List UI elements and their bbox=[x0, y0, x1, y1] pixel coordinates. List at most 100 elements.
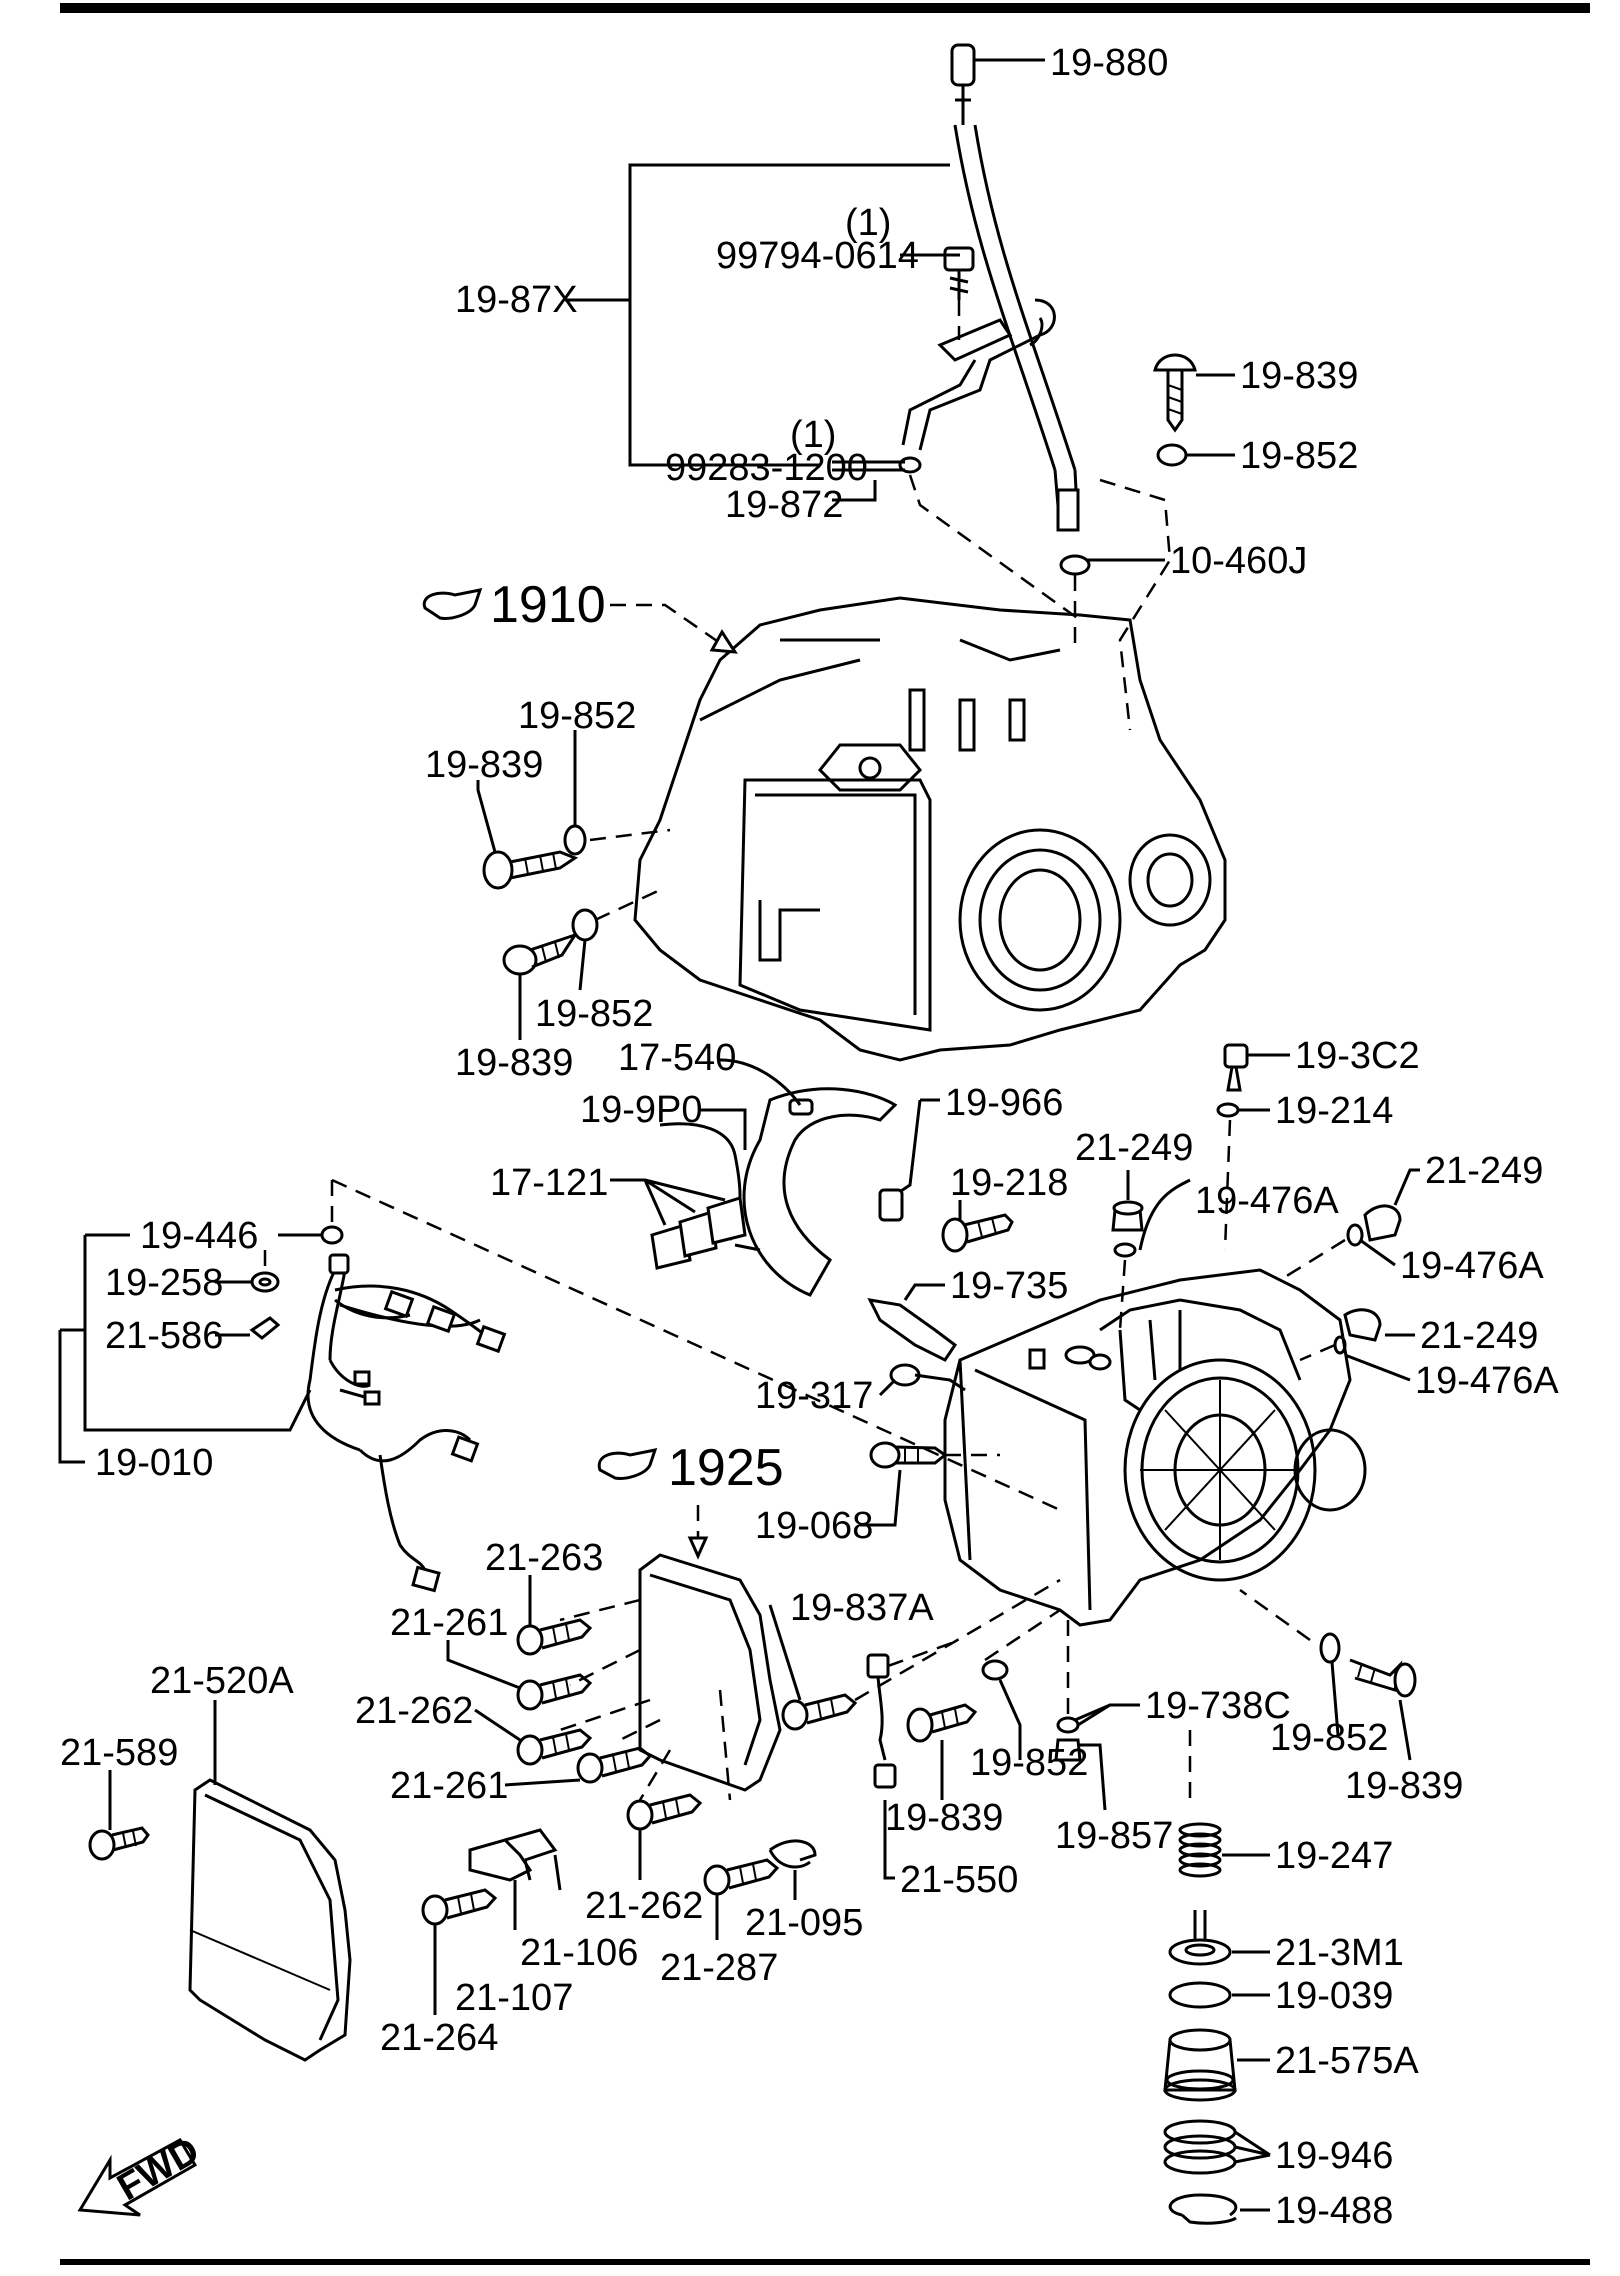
screw-19-839-b bbox=[502, 908, 599, 976]
label-19-218: 19-218 bbox=[950, 1162, 1068, 1204]
label-19-880: 19-880 bbox=[1050, 42, 1168, 84]
bolt-21-589 bbox=[88, 1826, 150, 1861]
oring-19-852-d bbox=[1319, 1632, 1341, 1664]
label-19-946: 19-946 bbox=[1275, 2135, 1393, 2177]
snap-ring-19-488 bbox=[1168, 2193, 1238, 2225]
transmission-case-lower bbox=[943, 1268, 1367, 1627]
clip-21-095 bbox=[768, 1839, 817, 1869]
connector-21-550 bbox=[866, 1653, 897, 1789]
label-19-872: 19-872 bbox=[725, 484, 843, 526]
label-19-476a-c: 19-476A bbox=[1415, 1360, 1559, 1402]
label-21-3m1: 21-3M1 bbox=[1275, 1932, 1404, 1974]
label-1-b: (1) bbox=[790, 414, 836, 456]
label-19-852-c: 19-852 bbox=[970, 1742, 1088, 1784]
ref-1925: 1925 bbox=[668, 1439, 784, 1497]
label-19-738c: 19-738C bbox=[1145, 1685, 1291, 1727]
label-21-264: 21-264 bbox=[380, 2017, 498, 2059]
label-21-575a: 21-575A bbox=[1275, 2040, 1419, 2082]
label-19-852-d: 19-852 bbox=[1270, 1717, 1388, 1759]
bracket-21-106 bbox=[468, 1828, 558, 1882]
label-19-735: 19-735 bbox=[950, 1265, 1068, 1307]
rings-19-946 bbox=[1163, 2119, 1237, 2175]
seal-19-446 bbox=[320, 1225, 344, 1245]
washer-19-258 bbox=[250, 1271, 280, 1293]
label-21-589: 21-589 bbox=[60, 1732, 178, 1774]
label-21-106: 21-106 bbox=[520, 1932, 638, 1974]
ref-hand-icon-1910 bbox=[422, 588, 483, 620]
sensor-19-317 bbox=[889, 1363, 966, 1392]
bolt-21-262-b bbox=[626, 1793, 703, 1831]
screw-19-839-d bbox=[1349, 1658, 1417, 1698]
label-19-857: 19-857 bbox=[1055, 1815, 1173, 1857]
label-21-520a: 21-520A bbox=[150, 1660, 294, 1702]
label-21-262-a: 21-262 bbox=[355, 1690, 473, 1732]
plug-21-249-c bbox=[1333, 1308, 1415, 1382]
label-21-261-a: 21-261 bbox=[390, 1602, 508, 1644]
fwd-arrow-icon: FWD bbox=[77, 2130, 206, 2217]
label-21-261-b: 21-261 bbox=[390, 1765, 508, 1807]
bolt-21-261-a bbox=[516, 1673, 593, 1711]
label-21-249-b: 21-249 bbox=[1425, 1150, 1543, 1192]
label-21-263: 21-263 bbox=[485, 1537, 603, 1579]
plate-17-540 bbox=[659, 1087, 922, 1297]
bolt-21-261-b bbox=[576, 1746, 653, 1784]
label-19-3c2: 19-3C2 bbox=[1295, 1035, 1420, 1077]
label-19-839-c: 19-839 bbox=[885, 1797, 1003, 1839]
label-19-9p0: 19-9P0 bbox=[580, 1089, 703, 1131]
label-19-214: 19-214 bbox=[1275, 1090, 1393, 1132]
label-21-586: 21-586 bbox=[105, 1315, 223, 1357]
ref-hand-icon-1925 bbox=[597, 1448, 658, 1480]
label-10-460j: 10-460J bbox=[1170, 540, 1307, 582]
label-19-852-b: 19-852 bbox=[535, 993, 653, 1035]
label-19-476a-a: 19-476A bbox=[1195, 1180, 1339, 1222]
label-19-068: 19-068 bbox=[755, 1505, 873, 1547]
oring-19-039 bbox=[1168, 1981, 1232, 2009]
label-17-540: 17-540 bbox=[618, 1037, 736, 1079]
screw-19-839-top bbox=[1153, 353, 1235, 467]
plug-21-249-b bbox=[1346, 1168, 1420, 1267]
label-19-837a: 19-837A bbox=[790, 1587, 934, 1629]
transmission-case-upper bbox=[633, 596, 1227, 1062]
label-21-107: 21-107 bbox=[455, 1977, 573, 2019]
label-19-87x: 19-87X bbox=[455, 279, 578, 321]
gasket-17-121 bbox=[650, 1196, 747, 1270]
label-21-249-c: 21-249 bbox=[1420, 1315, 1538, 1357]
spring-19-247 bbox=[1178, 1822, 1222, 1878]
label-19-446: 19-446 bbox=[140, 1215, 258, 1257]
dipstick-assembly bbox=[898, 43, 1080, 532]
breather-19-3c2 bbox=[1216, 1043, 1290, 1118]
bolt-19-218 bbox=[941, 1213, 1014, 1253]
label-19-839-b: 19-839 bbox=[455, 1042, 573, 1084]
label-99283-1200: 99283-1200 bbox=[665, 447, 868, 489]
clip-21-586 bbox=[249, 1316, 281, 1340]
oring-19-852-c bbox=[981, 1659, 1009, 1681]
label-21-262-b: 21-262 bbox=[585, 1885, 703, 1927]
label-19-258: 19-258 bbox=[105, 1262, 223, 1304]
label-99794-0614: 99794-0614 bbox=[716, 235, 919, 277]
label-21-095: 21-095 bbox=[745, 1902, 863, 1944]
label-17-121: 17-121 bbox=[490, 1162, 608, 1204]
label-21-287: 21-287 bbox=[660, 1947, 778, 1989]
piston-21-3m1 bbox=[1168, 1910, 1232, 1966]
label-19-839-top: 19-839 bbox=[1240, 355, 1358, 397]
bolt-19-068 bbox=[869, 1441, 948, 1469]
label-19-852-top: 19-852 bbox=[1240, 435, 1358, 477]
plug-19-857 bbox=[1054, 1716, 1082, 1762]
bracket-19-87x bbox=[565, 163, 950, 467]
label-19-476a-b: 19-476A bbox=[1400, 1245, 1544, 1287]
label-19-839-a: 19-839 bbox=[425, 744, 543, 786]
bolt-21-263 bbox=[516, 1618, 593, 1656]
label-19-966: 19-966 bbox=[945, 1082, 1063, 1124]
label-19-488: 19-488 bbox=[1275, 2190, 1393, 2232]
screw-19-839-a bbox=[482, 824, 587, 890]
label-19-852-a: 19-852 bbox=[518, 695, 636, 737]
plug-21-249-a bbox=[1111, 1170, 1191, 1258]
strip-19-735 bbox=[867, 1298, 958, 1362]
bolt-19-837a bbox=[781, 1693, 858, 1731]
label-21-249-a: 21-249 bbox=[1075, 1127, 1193, 1169]
part-labels: 19-880 (1) 99794-0614 19-87X 19-839 19-8… bbox=[60, 42, 1559, 2232]
ref-1910: 1910 bbox=[490, 576, 606, 634]
oring-10-460j bbox=[1059, 554, 1091, 576]
bolt-21-287 bbox=[703, 1858, 780, 1896]
